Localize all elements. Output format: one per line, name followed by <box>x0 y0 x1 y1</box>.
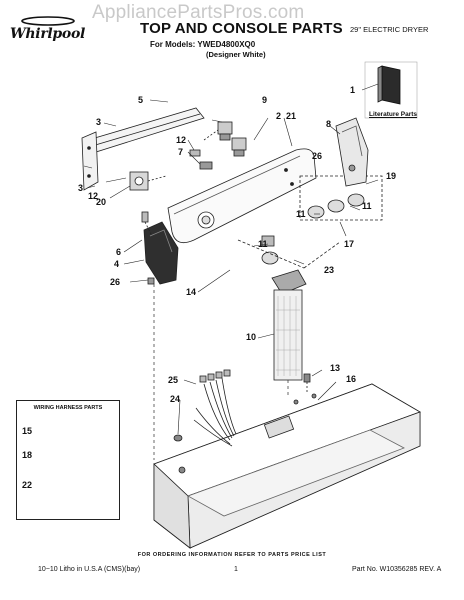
callout-15: 15 <box>22 426 33 436</box>
lamp-socket <box>189 149 201 157</box>
callout-20: 20 <box>96 197 107 207</box>
console-end-cap <box>335 117 369 187</box>
callout-12-top: 12 <box>176 135 187 145</box>
callout-3-bottom: 3 <box>78 183 84 193</box>
callout-4: 4 <box>114 259 120 269</box>
callout-12-bottom: 12 <box>88 191 99 201</box>
callout-1: 1 <box>350 85 356 95</box>
wiring-harness-title: WIRING HARNESS PARTS <box>33 405 103 411</box>
callout-10: 10 <box>246 332 257 342</box>
whirlpool-logo <box>21 16 75 26</box>
callout-24: 24 <box>170 394 181 404</box>
callout-19: 19 <box>386 171 397 181</box>
callout-17: 17 <box>344 239 355 249</box>
push-switches <box>203 121 247 157</box>
callout-18: 18 <box>22 450 33 460</box>
part-number: Part No. W10356285 REV. A <box>352 566 442 573</box>
product-subtitle: 29" ELECTRIC DRYER <box>350 25 429 34</box>
callout-11-lower: 11 <box>258 239 268 249</box>
left-end-cap <box>141 211 179 285</box>
dryer-top-panel <box>153 383 421 549</box>
wiring-harness-box: WIRING HARNESS PARTS <box>16 400 120 520</box>
callout-5: 5 <box>138 95 144 105</box>
callout-8: 8 <box>326 119 332 129</box>
callout-21: 21 <box>286 111 297 121</box>
callout-6: 6 <box>116 247 122 257</box>
mounting-clip <box>147 277 155 285</box>
console-back-panel <box>87 107 205 153</box>
literature-parts-label: Literature Parts <box>369 111 418 118</box>
callout-23: 23 <box>324 265 335 275</box>
console-panel <box>167 148 317 244</box>
brand-name: Whirlpool <box>10 26 85 42</box>
print-info: 10−10 Litho in U.S.A (CMS)(bay) <box>38 566 141 573</box>
callout-16: 16 <box>346 374 357 384</box>
callout-11-left: 11 <box>296 209 306 219</box>
callout-26-right: 26 <box>312 151 323 161</box>
plug <box>173 434 183 442</box>
callout-3-top: 3 <box>96 117 102 127</box>
callout-11-right: 11 <box>362 201 372 211</box>
screw <box>303 373 311 392</box>
left-console-bracket <box>81 131 99 191</box>
callout-25: 25 <box>168 375 179 385</box>
timer-switch <box>129 171 167 191</box>
callout-13: 13 <box>330 363 341 373</box>
callout-22: 22 <box>22 480 33 490</box>
callout-2: 2 <box>276 111 282 121</box>
wire-harness <box>193 369 237 447</box>
light-bulb <box>199 161 213 170</box>
callout-26-left: 26 <box>110 277 121 287</box>
lint-screen <box>271 269 307 381</box>
model-variant: (Designer White) <box>206 50 266 59</box>
callout-7: 7 <box>178 147 184 157</box>
models-line: For Models: YWED4800XQ0 <box>150 40 256 49</box>
callout-14: 14 <box>186 287 197 297</box>
page-number: 1 <box>234 566 238 573</box>
callout-9: 9 <box>262 95 268 105</box>
page-title: TOP AND CONSOLE PARTS <box>140 20 343 37</box>
literature-book <box>364 61 418 119</box>
control-knobs <box>237 175 383 269</box>
watermark: AppliancePartsPros.com <box>92 2 305 23</box>
ordering-info-note: FOR ORDERING INFORMATION REFER TO PARTS … <box>137 552 327 558</box>
